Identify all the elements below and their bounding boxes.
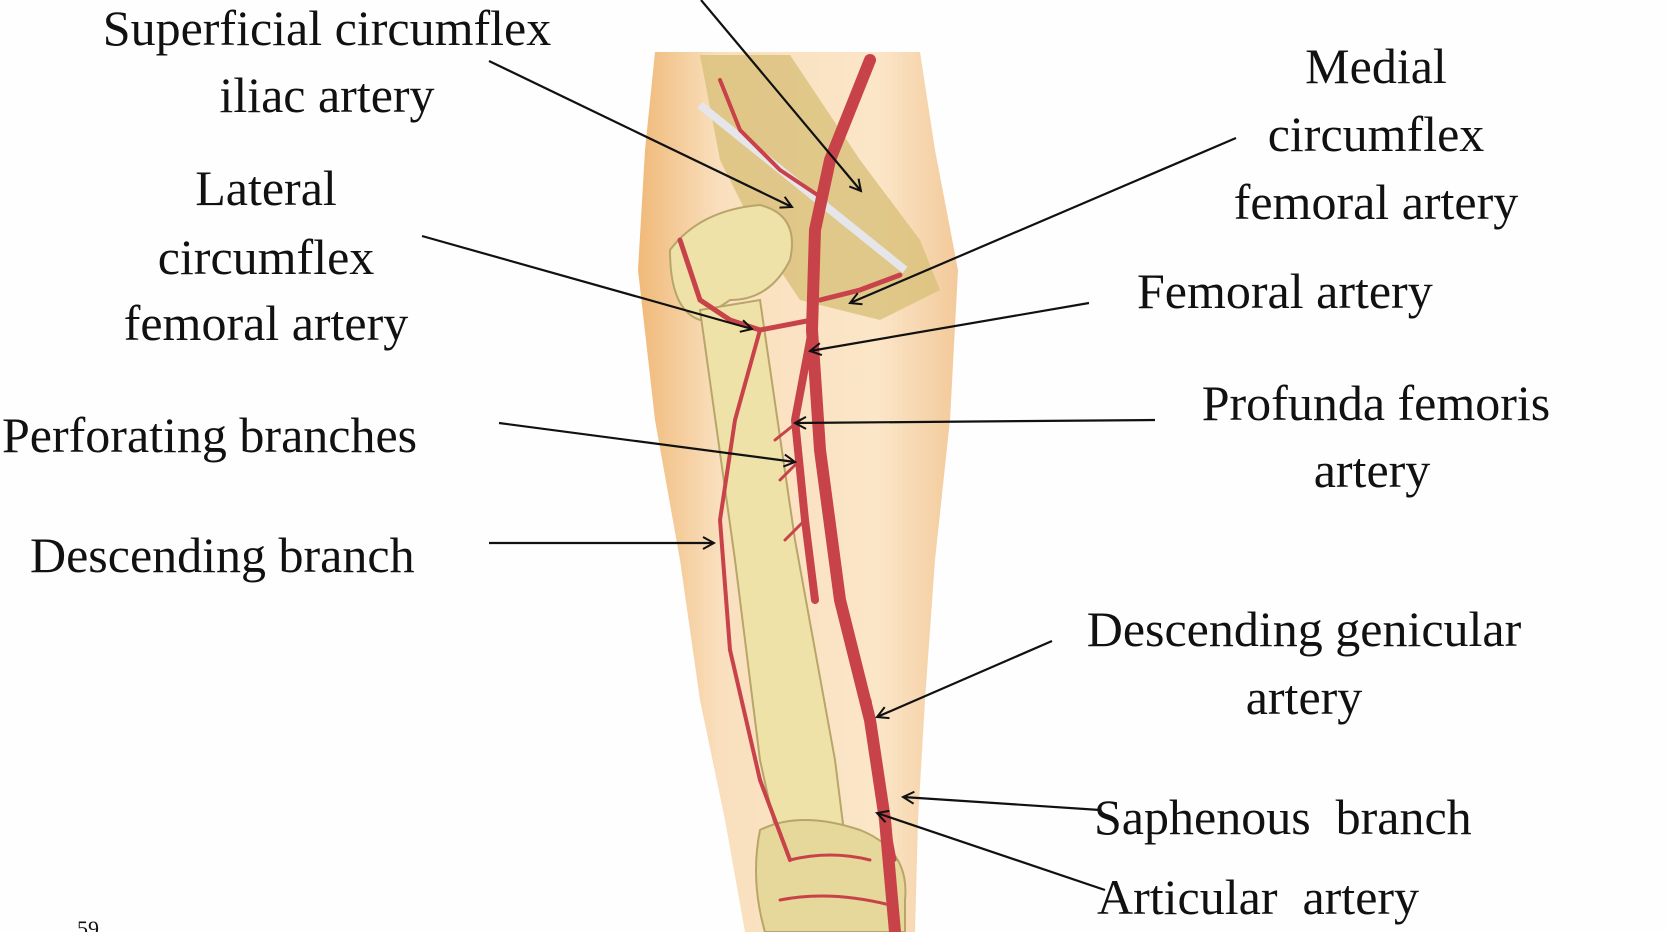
label-saphenous-branch: Saphenous branch bbox=[1094, 789, 1472, 845]
label-lateral-circumflex-line1: Lateral bbox=[195, 160, 337, 216]
arrow-superficial-circumflex-iliac bbox=[488, 60, 792, 207]
label-medial-circumflex-line2: circumflex bbox=[1268, 106, 1485, 162]
label-medial-circumflex-line1: Medial bbox=[1305, 38, 1447, 94]
genicular-network bbox=[778, 853, 892, 907]
arteries bbox=[677, 54, 903, 932]
label-lateral-circumflex-line2: circumflex bbox=[158, 229, 375, 285]
label-femoral-artery: Femoral artery bbox=[1137, 263, 1433, 319]
descending-genicular-artery bbox=[868, 698, 897, 862]
label-lateral-circumflex-line3: femoral artery bbox=[124, 295, 409, 351]
medial-circumflex-femoral-artery bbox=[817, 272, 903, 303]
superficial-circumflex-iliac-artery bbox=[718, 78, 827, 202]
page-number: 59 bbox=[77, 916, 99, 932]
arrow-femoral-artery bbox=[810, 301, 1090, 351]
label-profunda-femoris-line2: artery bbox=[1314, 442, 1431, 498]
label-descending-genicular-line1: Descending genicular bbox=[1087, 601, 1522, 657]
label-perforating-branches: Perforating branches bbox=[2, 407, 417, 463]
leader-arrows bbox=[421, 0, 1237, 892]
label-descending-genicular-line2: artery bbox=[1246, 669, 1363, 725]
label-profunda-femoris-line1: Profunda femoris bbox=[1202, 375, 1551, 431]
labels: Superficial circumflex iliac artery Late… bbox=[2, 0, 1550, 932]
arrow-medial-circumflex-femoral bbox=[850, 136, 1237, 303]
descending-branch bbox=[717, 328, 792, 862]
inguinal-ligament bbox=[697, 101, 908, 274]
label-articular-artery: Articular artery bbox=[1097, 869, 1419, 925]
knee-bone bbox=[755, 819, 907, 932]
arrow-lateral-circumflex-femoral bbox=[421, 234, 752, 329]
arrow-articular-artery bbox=[877, 813, 1106, 892]
lateral-circumflex-femoral-artery bbox=[677, 237, 815, 333]
arrow-saphenous-branch bbox=[903, 797, 1101, 812]
label-descending-branch: Descending branch bbox=[30, 527, 415, 583]
label-superficial-circumflex-iliac-line1: Superficial circumflex bbox=[103, 0, 551, 56]
label-superficial-circumflex-iliac-line2: iliac artery bbox=[219, 67, 434, 123]
arrow-descending-genicular bbox=[877, 639, 1053, 717]
leg-illustration bbox=[638, 52, 958, 932]
label-medial-circumflex-line3: femoral artery bbox=[1234, 174, 1519, 230]
arrow-top bbox=[700, 0, 861, 191]
arrow-perforating-branches bbox=[498, 421, 795, 462]
arrow-profunda-femoris bbox=[795, 420, 1156, 423]
profunda-femoris-artery bbox=[790, 326, 819, 604]
